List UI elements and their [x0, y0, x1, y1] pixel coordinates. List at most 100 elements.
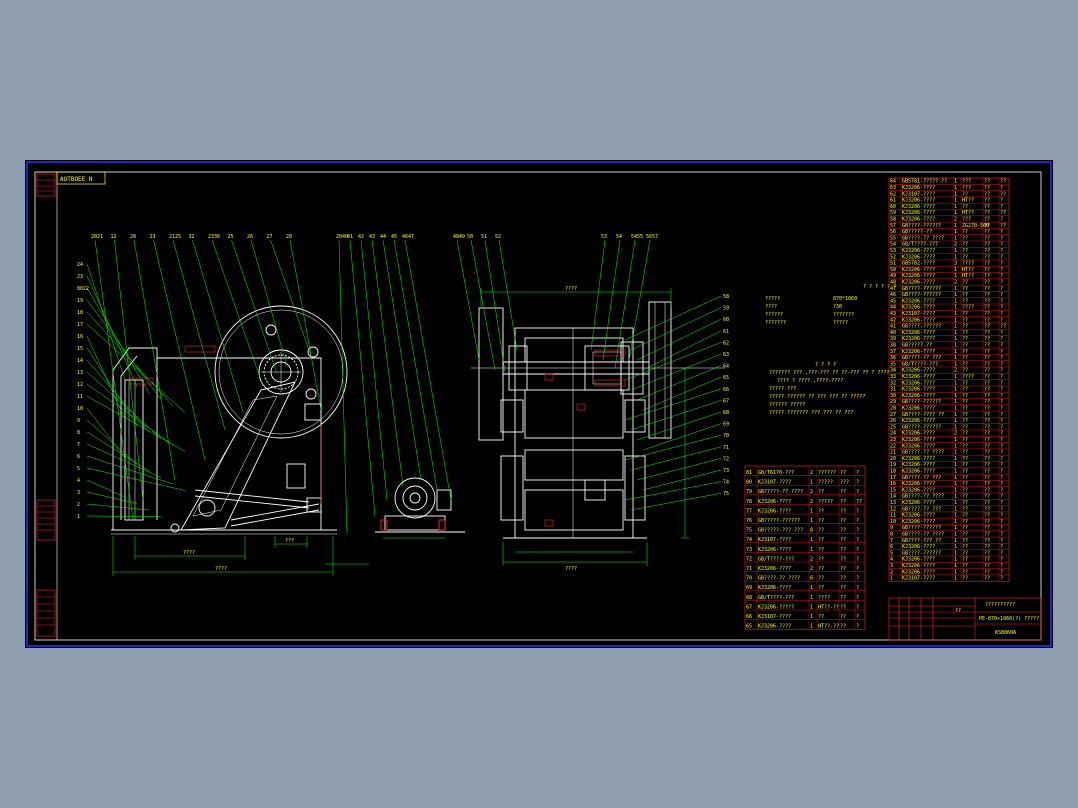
bom-cell: KJ3206-???? [902, 500, 935, 506]
callout-right-side: 64 [723, 364, 729, 370]
bom-cell: 72 [746, 556, 752, 562]
bom-cell: 1 [954, 532, 957, 538]
bom-cell: ?? [962, 399, 968, 405]
bom-cell: KJ3206-???? [902, 563, 935, 569]
bom-cell: 1 [810, 614, 813, 620]
bom-cell: ? [1000, 494, 1003, 500]
bom-cell: HT?? [962, 273, 974, 279]
bom-cell: ?? [818, 489, 824, 495]
callout-mid: 42 [358, 234, 364, 240]
bom-cell: ?? [1000, 223, 1006, 229]
bom-cell: ?? [840, 547, 846, 553]
bom-cell: KJ3206-???? [902, 280, 935, 286]
bom-cell: ? [1000, 538, 1003, 544]
leader-line [636, 411, 722, 441]
bom-cell: ?? [962, 204, 968, 210]
bom-cell: KJ3206-???? [758, 547, 791, 553]
bom-cell: ?? [962, 298, 968, 304]
spec-label-0: ????? [765, 296, 780, 302]
bom-cell: ? [1000, 513, 1003, 519]
bom-cell: ?? [962, 242, 968, 248]
bom-cell: 1 [954, 443, 957, 449]
callout-right-side: 68 [723, 410, 729, 416]
bom-cell: GB????-?? ???? [902, 494, 944, 500]
bom-cell: ? [1000, 519, 1003, 525]
bom-cell: 1 [954, 204, 957, 210]
bom-cell: ? [1000, 198, 1003, 204]
leader-line [86, 431, 150, 472]
bom-cell: KJ3107-???? [902, 191, 935, 197]
bom-cell: 1 [954, 469, 957, 475]
dim-inner-length: ???? [183, 550, 195, 556]
bom-cell: ?? [984, 198, 990, 204]
bom-cell: 34 [890, 368, 896, 374]
bom-cell: KJ3206-???? [902, 513, 935, 519]
bom-cell: ?? [962, 292, 968, 298]
bom-cell: HT?? [962, 210, 974, 216]
leader-line [630, 400, 722, 431]
bom-cell: 62 [890, 191, 896, 197]
leader-line [86, 287, 150, 394]
technical-notes: ? ? ? ? ??????? ??? ,???-??? ?? ??-??? ?… [769, 362, 889, 416]
bom-cell: ? [856, 470, 859, 476]
bom-cell: KJ3206-???? [902, 443, 935, 449]
leader-line [270, 239, 312, 357]
bom-cell: ?? [962, 557, 968, 563]
bom-cell: ?? [962, 280, 968, 286]
bom-cell: KJ3206-???? [902, 317, 935, 323]
bom-cell: 1 [954, 374, 957, 380]
bom-cell: ?? [962, 412, 968, 418]
bom-cell: ? [1000, 500, 1003, 506]
title-block-code: KSB060A [995, 630, 1016, 636]
leader-line [153, 239, 206, 461]
bom-cell: 15 [890, 487, 896, 493]
bom-cell: ?? [984, 475, 990, 481]
note-6: ????? ??????? ??? ??? ?? ??? [769, 410, 853, 416]
callout-mid: 41 [347, 234, 353, 240]
bom-cell: 1 [954, 462, 957, 468]
bom-cell: GB????-?? ???? [902, 532, 944, 538]
bom-cell: ?? [962, 525, 968, 531]
callout-right-side: 71 [723, 445, 729, 451]
outer-frame [26, 161, 1052, 647]
leader-line [86, 419, 138, 465]
leader-line [393, 239, 438, 491]
callout-mid: 2040 [336, 234, 348, 240]
bom-cell: ?? [984, 223, 990, 229]
callout-right-top: 51 [481, 234, 487, 240]
bom-cell: 63 [890, 185, 896, 191]
bom-cell: ?? [984, 557, 990, 563]
bom-cell: 25 [890, 424, 896, 430]
bom-cell: GB?????-?? [902, 343, 932, 349]
bom-cell: ?? [984, 399, 990, 405]
bom-cell: ?? [962, 576, 968, 582]
bom-cell: ?? [840, 576, 846, 582]
bom-cell: ? [1000, 532, 1003, 538]
bom-cell: KJ3206-???? [758, 624, 791, 630]
bom-cell: 75 [746, 528, 752, 534]
bom-cell: 1 [954, 361, 957, 367]
bom-cell: GB5782-???? [902, 261, 935, 267]
bom-cell: 12 [890, 506, 896, 512]
bom-cell: 1 [954, 506, 957, 512]
bom-cell: ?? [984, 298, 990, 304]
leader-line [86, 443, 162, 478]
bom-cell: ??? [962, 217, 971, 223]
leader-line [642, 330, 722, 371]
bom-cell: ?? [984, 311, 990, 317]
bom-cell: 1 [954, 298, 957, 304]
bom-cell: ?? [840, 604, 846, 610]
bom-cell: KJ3206-???? [902, 487, 935, 493]
bom-cell: 81 [746, 470, 752, 476]
bom-cell: ?? [984, 292, 990, 298]
bom-cell: ? [856, 537, 859, 543]
leader-line [133, 239, 176, 481]
callout-mid: 44 [380, 234, 386, 240]
bom-cell: 6 [890, 544, 893, 550]
bom-cell: 1 [954, 324, 957, 330]
leader-line [289, 239, 322, 411]
bom-cell: ? [1000, 506, 1003, 512]
bom-cell: ?? [962, 235, 968, 241]
bom-cell: ?? [984, 273, 990, 279]
bom-cell: ?? [984, 563, 990, 569]
